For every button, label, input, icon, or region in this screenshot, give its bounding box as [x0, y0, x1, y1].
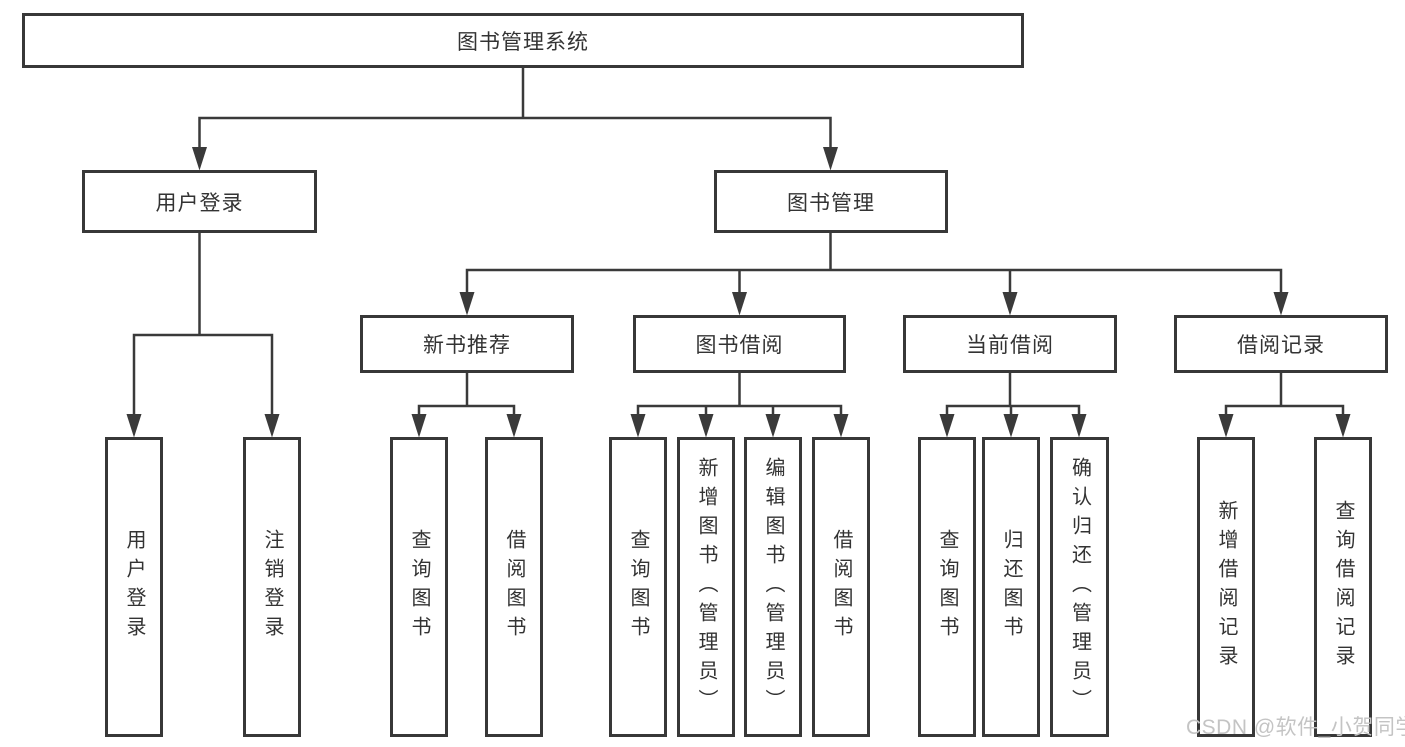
arrowhead — [939, 414, 955, 438]
node-label: 查询图书 — [627, 529, 649, 645]
arrowhead — [192, 147, 207, 171]
node-book-management: 图书管理 — [714, 170, 948, 233]
node-leaf-query-borrow-record: 查询借阅记录 — [1314, 437, 1372, 737]
node-library-management-system: 图书管理系统 — [22, 13, 1024, 68]
node-leaf-borrow-books: 借阅图书 — [812, 437, 870, 737]
arrowhead — [1273, 292, 1289, 316]
node-label: 查询图书 — [936, 529, 958, 645]
node-label: 借阅图书 — [503, 529, 525, 645]
node-label: 借阅图书 — [830, 529, 852, 645]
node-leaf-logout: 注销登录 — [243, 437, 301, 737]
arrowhead — [126, 414, 142, 438]
arrowhead — [1335, 414, 1351, 438]
node-new-book-recommendation: 新书推荐 — [360, 315, 574, 373]
node-label: 图书借阅 — [695, 334, 784, 357]
node-label: 新书推荐 — [423, 334, 511, 357]
node-label: 用户登录 — [123, 529, 145, 645]
arrowhead — [1218, 414, 1234, 438]
arrowhead — [765, 414, 781, 438]
arrowhead — [833, 414, 849, 438]
node-leaf-user-login: 用户登录 — [105, 437, 163, 737]
node-leaf-query-books-current: 查询图书 — [918, 437, 976, 737]
node-leaf-query-books-recommend: 查询图书 — [390, 437, 448, 737]
arrowhead — [506, 414, 522, 438]
arrowhead — [264, 414, 280, 438]
node-borrowing-records: 借阅记录 — [1174, 315, 1388, 373]
node-leaf-confirm-return-admin: 确认归还（管理员） — [1050, 437, 1109, 737]
node-leaf-borrow-books-recommend: 借阅图书 — [485, 437, 543, 737]
node-label: 借阅记录 — [1237, 334, 1325, 357]
node-leaf-query-books-borrowing: 查询图书 — [609, 437, 667, 737]
node-leaf-edit-book-admin: 编辑图书（管理员） — [744, 437, 802, 737]
arrowhead — [1003, 414, 1019, 438]
node-label: 新增借阅记录 — [1215, 500, 1237, 674]
node-label: 当前借阅 — [966, 334, 1054, 357]
arrowhead — [1002, 292, 1018, 316]
arrowhead — [1071, 414, 1087, 438]
node-label: 确认归还（管理员） — [1068, 456, 1091, 718]
arrowhead — [459, 292, 475, 316]
node-book-borrowing: 图书借阅 — [633, 315, 846, 373]
arrowhead — [698, 414, 714, 438]
node-label: 查询图书 — [408, 529, 430, 645]
node-label: 图书管理 — [787, 191, 875, 215]
node-leaf-add-borrow-record: 新增借阅记录 — [1197, 437, 1255, 737]
watermark: CSDN @软件_小贺同学 — [1186, 716, 1405, 739]
node-leaf-add-book-admin: 新增图书（管理员） — [677, 437, 735, 737]
node-label: 新增图书（管理员） — [695, 456, 717, 718]
arrowhead — [411, 414, 427, 438]
arrowhead — [732, 292, 747, 316]
arrowhead — [823, 147, 838, 171]
node-current-borrowing: 当前借阅 — [903, 315, 1117, 373]
node-user-login: 用户登录 — [82, 170, 317, 233]
node-label: 图书管理系统 — [457, 30, 589, 54]
node-leaf-return-book: 归还图书 — [982, 437, 1040, 737]
node-label: 注销登录 — [261, 529, 283, 645]
node-label: 查询借阅记录 — [1332, 500, 1354, 674]
node-label: 用户登录 — [155, 191, 244, 215]
node-label: 编辑图书（管理员） — [762, 456, 784, 718]
arrowhead — [630, 414, 646, 438]
node-label: 归还图书 — [1000, 529, 1022, 645]
